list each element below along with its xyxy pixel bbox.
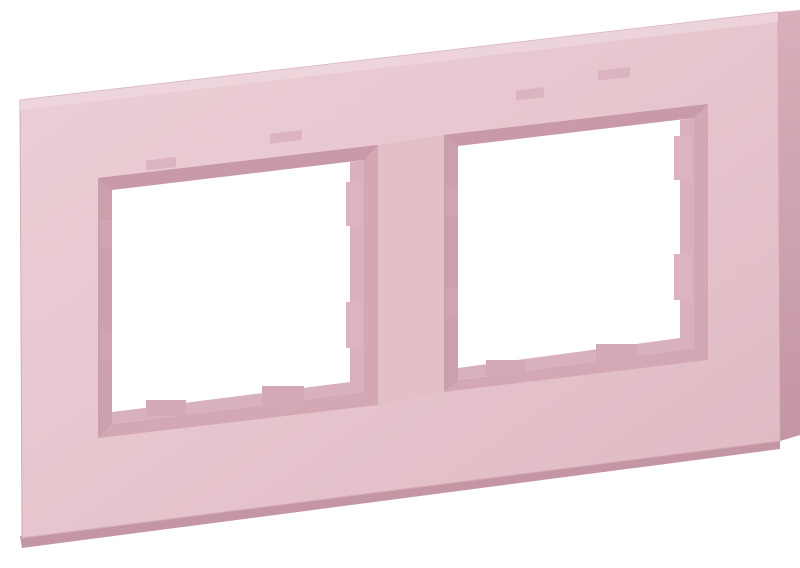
- tab-icon: [486, 360, 526, 376]
- tab-icon: [446, 288, 458, 318]
- tab-icon: [516, 87, 544, 101]
- tab-icon: [674, 136, 692, 180]
- tab-icon: [100, 220, 112, 248]
- frame-bottom-edge: [20, 441, 780, 548]
- opening-left: [98, 129, 378, 438]
- tab-icon: [446, 186, 458, 216]
- center-divider: [378, 135, 444, 405]
- opening-right: [444, 66, 708, 392]
- tab-icon: [598, 66, 630, 81]
- tab-icon: [596, 344, 638, 362]
- tab-icon: [100, 330, 112, 360]
- tab-icon: [674, 254, 692, 300]
- frame-top-bevel: [20, 12, 778, 110]
- tab-icon: [262, 386, 304, 404]
- tab-icon: [146, 157, 176, 171]
- tab-icon: [346, 302, 362, 348]
- tab-icon: [146, 400, 186, 416]
- tab-icon: [270, 129, 302, 144]
- frame-right-edge: [778, 10, 800, 441]
- tab-icon: [346, 182, 362, 226]
